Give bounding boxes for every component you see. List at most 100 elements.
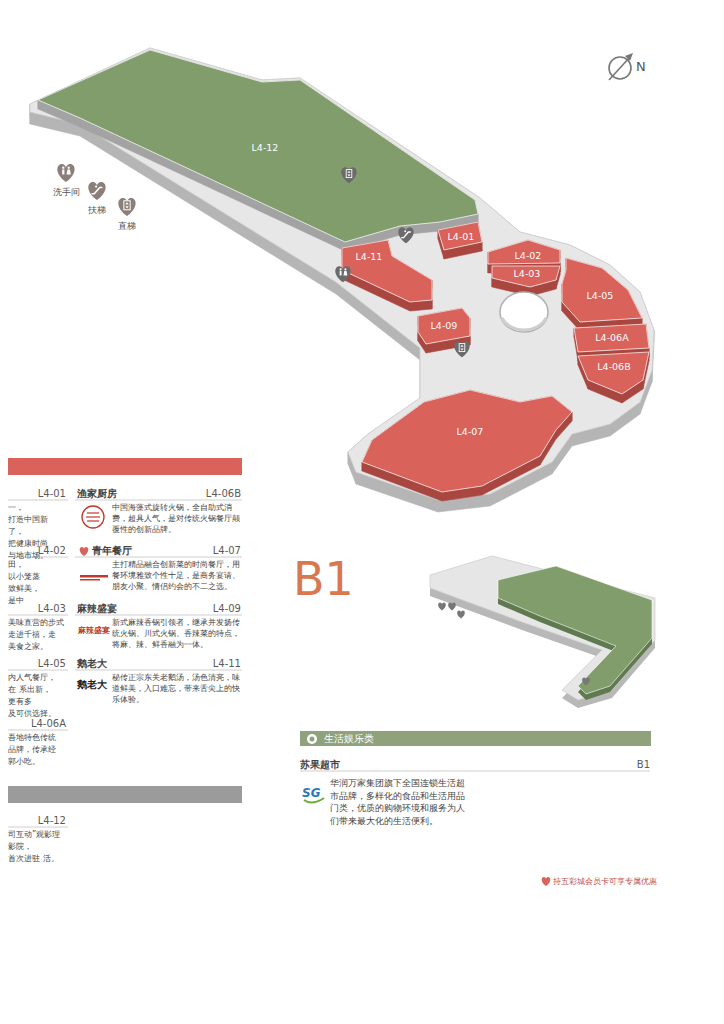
category-band: 生活娱乐类: [300, 731, 651, 746]
supermarket-area: [498, 566, 652, 694]
heart-marker: [438, 603, 446, 611]
shop-name: 渔家厨房: [77, 488, 117, 500]
unit-code: L4-02: [38, 545, 66, 557]
shop-unit: L4-09: [418, 308, 470, 344]
label-holder: 鹅老大: [77, 658, 107, 670]
map-icon: [582, 678, 590, 686]
unit-top: [562, 258, 642, 322]
label-holder: 渔家厨房: [77, 488, 117, 500]
glyph: [347, 174, 350, 176]
shop-unit: L4-06A: [574, 324, 649, 352]
label-holder: L4-02: [38, 545, 66, 557]
label-holder: L4-05: [38, 658, 66, 670]
north-label: N: [636, 59, 646, 75]
brand-logo: 麻辣盛宴: [78, 626, 110, 635]
label-holder: 鹅老大: [77, 679, 107, 691]
heart-marker: [335, 266, 350, 282]
atrium-void: [500, 292, 548, 332]
glyph: [62, 167, 64, 169]
heart-marker: [341, 167, 356, 183]
underline: [75, 615, 242, 616]
logo-stroke: [80, 579, 100, 581]
unit-number: L4-03: [514, 269, 541, 279]
brand-logo: [82, 506, 104, 528]
label-holder: 青年餐厅: [92, 545, 132, 557]
label-holder: L4-12: [38, 815, 66, 827]
label-holder: B1: [637, 759, 650, 771]
map-icon: [454, 341, 469, 357]
label-holder: 美味直营的步式 走进千禧，走 美食之家。: [8, 617, 64, 653]
logo-stroke: [87, 520, 99, 521]
label-holder: L4-01: [38, 488, 66, 500]
shop-description: 秘传正宗东关老鹅汤，汤色清亮，味道鲜美，入口难忘，带来舌尖上的快乐体验。: [112, 672, 242, 705]
shop-unit: L4-02: [488, 240, 560, 264]
shop-unit: L4-03: [492, 266, 560, 287]
unit-top: [438, 222, 482, 250]
unit-number: L4-07: [457, 427, 484, 437]
glyph: [125, 206, 129, 208]
unit-top: [38, 50, 478, 242]
floor-plan: [30, 48, 654, 512]
unit-top: [488, 240, 560, 264]
underline: [8, 827, 68, 828]
label-holder: 麻辣盛宴: [77, 603, 117, 615]
unit-code: L4-12: [38, 815, 66, 827]
glyph: [460, 345, 463, 347]
category-icon: [310, 737, 315, 742]
logo-ring: [82, 506, 104, 528]
unit-number: L4-12: [252, 143, 279, 153]
shop-unit: L4-07: [362, 390, 572, 492]
label-holder: L4-03: [38, 603, 66, 615]
legend-label: 扶梯: [88, 205, 106, 216]
logo-stroke: [80, 575, 108, 578]
heart-marker: [582, 678, 590, 686]
glyph: [125, 202, 129, 204]
label-holder: 麻辣盛宴: [78, 626, 110, 635]
shop-description: 美味直营的步式 走进千禧，走 美食之家。: [8, 617, 64, 653]
label-holder: SG: [302, 786, 321, 800]
unit-number: L4-06A: [595, 333, 628, 343]
underline: [75, 670, 242, 671]
unit-number: L4-01: [448, 232, 475, 242]
unit-top: [492, 266, 560, 287]
shop-description: 华润万家集团旗下全国连锁生活超市品牌，多样化的食品和生活用品门类，优质的购物环境…: [330, 777, 472, 827]
label-holder: 持五彩城会员卡可享专属优惠: [553, 877, 657, 887]
compass-needle: [609, 57, 630, 80]
glyph: [344, 268, 346, 270]
unit-outline: [578, 352, 649, 394]
glyph: [124, 201, 130, 210]
shop-description: 新式麻辣香锅引领者，继承并发扬传统火锅、川式火锅、香辣菜的特点，将麻、辣、鲜香融…: [112, 617, 242, 650]
shop-description: 主打精品融合创新菜的时尚餐厅，用餐环境雅致个性十足，是商务宴请、朋友小聚、情侣约…: [112, 559, 242, 592]
shop-name: 麻辣盛宴: [77, 603, 117, 615]
underline: [8, 670, 68, 671]
legend-holder: 洗手间: [53, 187, 80, 198]
heart-marker: [454, 341, 469, 357]
map-icon: [457, 611, 465, 619]
underline: [8, 500, 68, 501]
legend-holder: 直梯: [118, 221, 136, 232]
glyph: [404, 230, 406, 232]
label-holder: 司互动”观影理 影院，首次进驻 活。: [8, 829, 60, 865]
brand-logo: SG: [302, 786, 321, 800]
map-icon: [118, 198, 135, 216]
shop-unit: L4-11: [342, 240, 432, 302]
unit-top: [578, 352, 649, 394]
unit-code: L4-06A: [31, 718, 66, 730]
unit-code: L4-05: [38, 658, 66, 670]
map-icon: [335, 266, 350, 282]
underline: [75, 500, 242, 501]
glyph: [340, 268, 342, 270]
label-holder: 华润万家集团旗下全国连锁生活超市品牌，多样化的食品和生活用品门类，优质的购物环境…: [330, 777, 472, 827]
label-holder: 主打精品融合创新菜的时尚餐厅，用餐环境雅致个性十足，是商务宴请、朋友小聚、情侣约…: [112, 559, 242, 592]
glyph: [92, 188, 103, 194]
label-holder: B1: [293, 556, 354, 602]
floor-top: [430, 556, 655, 700]
heart-marker: [398, 227, 413, 243]
glyph: [346, 170, 352, 178]
logo-stroke: [87, 512, 99, 513]
shop-name: 青年餐厅: [92, 545, 132, 557]
map-icon: [398, 227, 413, 243]
heart-marker: [457, 611, 465, 619]
